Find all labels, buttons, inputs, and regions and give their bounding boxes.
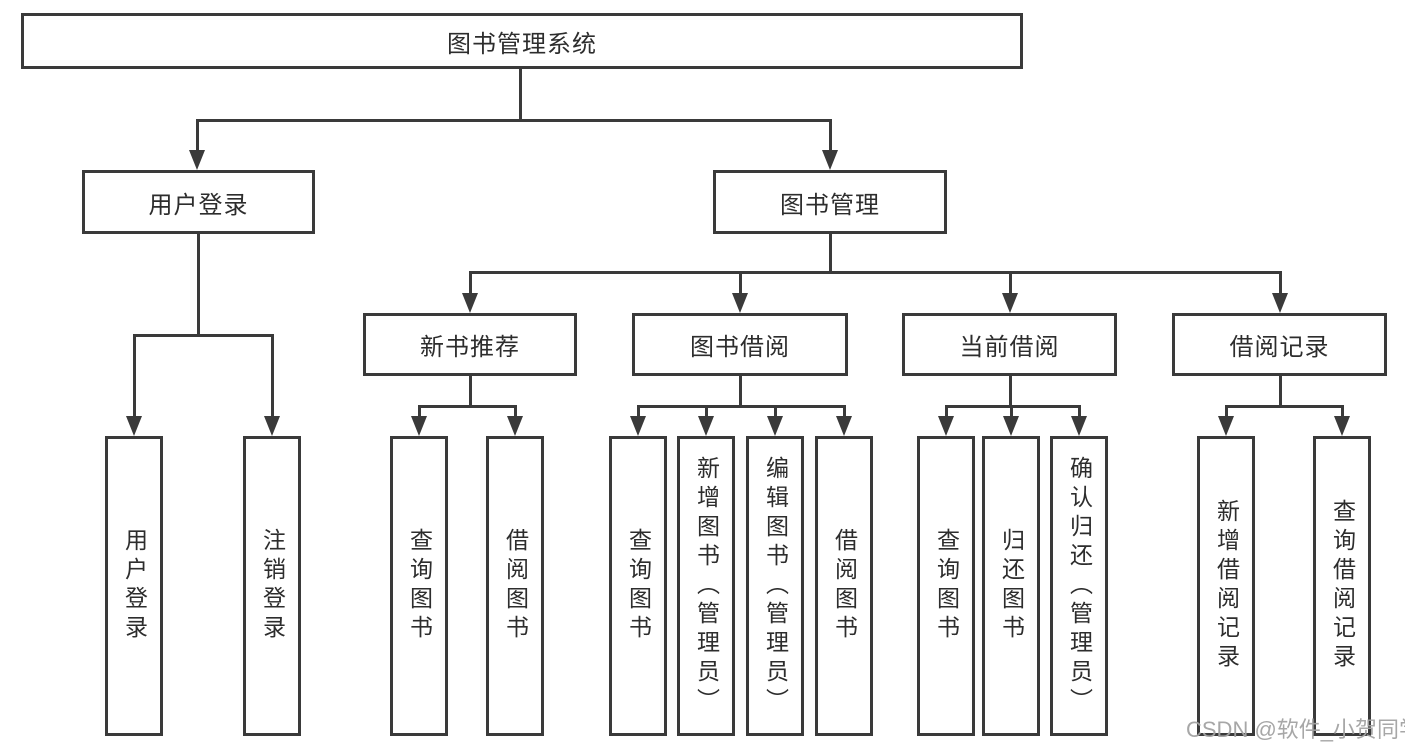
leaf-query-borrow-record-label: 查询借阅记录 — [1329, 499, 1356, 673]
leaf-add-book-admin-label: 新增图书（管理员） — [693, 455, 720, 717]
connector-leaf-drop — [513, 404, 517, 419]
leaf-confirm-return-admin-label: 确认归还（管理员） — [1066, 455, 1093, 717]
leaf-logout: 注销登录 — [243, 436, 301, 736]
arrow-down-icon — [1218, 416, 1234, 436]
arrow-down-icon — [264, 416, 280, 436]
connector-user-login-drop — [195, 118, 199, 155]
arrow-down-icon — [630, 416, 646, 436]
arrow-down-icon — [189, 150, 205, 170]
leaf-query-borrow-record: 查询借阅记录 — [1313, 436, 1371, 736]
leaf-current-query-book: 查询图书 — [917, 436, 975, 736]
leaf-add-borrow-record-label: 新增借阅记录 — [1213, 499, 1240, 673]
arrow-down-icon — [1002, 293, 1018, 313]
connector-module-stem — [1278, 376, 1282, 407]
leaf-borrow-book: 借阅图书 — [815, 436, 873, 736]
leaf-user-login: 用户登录 — [105, 436, 163, 736]
arrow-down-icon — [1071, 416, 1087, 436]
connector-leaf-drop — [417, 404, 421, 419]
node-user-login-label: 用户登录 — [148, 191, 249, 219]
arrow-down-icon — [126, 416, 142, 436]
connector-module-drop — [1008, 270, 1012, 296]
node-borrow-record-label: 借阅记录 — [1229, 334, 1330, 361]
leaf-return-book: 归还图书 — [982, 436, 1040, 736]
leaf-logout-label: 注销登录 — [259, 528, 286, 644]
node-new-book-recommend-label: 新书推荐 — [420, 334, 520, 361]
leaf-recommend-query-book: 查询图书 — [390, 436, 448, 736]
arrow-down-icon — [1272, 293, 1288, 313]
leaf-recommend-query-book-label: 查询图书 — [406, 528, 433, 644]
arrow-down-icon — [1003, 416, 1019, 436]
leaf-add-book-admin: 新增图书（管理员） — [677, 436, 735, 736]
leaf-current-query-book-label: 查询图书 — [933, 528, 960, 644]
connector-module-stem — [468, 376, 472, 407]
csdn-watermark: CSDN @软件_小贺同学 — [1186, 717, 1405, 742]
arrow-down-icon — [836, 416, 852, 436]
connector-leaf-drop — [132, 333, 136, 419]
arrow-down-icon — [698, 416, 714, 436]
node-library-system-label: 图书管理系统 — [447, 30, 597, 58]
connector-group-rail — [636, 404, 846, 408]
connector-group-rail — [417, 404, 517, 408]
node-book-management: 图书管理 — [713, 170, 947, 234]
connector-leaf-drop — [944, 404, 948, 419]
connector-leaf-drop — [636, 404, 640, 419]
node-new-book-recommend: 新书推荐 — [363, 313, 577, 376]
leaf-borrow-query-book: 查询图书 — [609, 436, 667, 736]
connector-level3-rail — [468, 270, 1282, 274]
leaf-add-borrow-record: 新增借阅记录 — [1197, 436, 1255, 736]
leaf-recommend-borrow-book: 借阅图书 — [486, 436, 544, 736]
connector-module-stem — [738, 376, 742, 407]
connector-leaf-drop — [704, 404, 708, 419]
arrow-down-icon — [411, 416, 427, 436]
arrow-down-icon — [1334, 416, 1350, 436]
arrow-down-icon — [732, 293, 748, 313]
leaf-edit-book-admin-label: 编辑图书（管理员） — [762, 455, 789, 717]
node-book-borrow-label: 图书借阅 — [690, 334, 790, 361]
leaf-edit-book-admin: 编辑图书（管理员） — [746, 436, 804, 736]
connector-leaf-drop — [1077, 404, 1081, 419]
connector-leaf-drop — [270, 333, 274, 419]
leaf-return-book-label: 归还图书 — [998, 528, 1025, 644]
connector-leaf-drop — [773, 404, 777, 419]
node-library-system: 图书管理系统 — [21, 13, 1023, 69]
connector-level2-rail — [195, 118, 832, 122]
node-user-login: 用户登录 — [82, 170, 315, 234]
arrow-down-icon — [507, 416, 523, 436]
node-current-borrow: 当前借阅 — [902, 313, 1117, 376]
connector-group-rail — [1224, 404, 1344, 408]
node-book-management-label: 图书管理 — [780, 191, 880, 219]
connector-user-group-rail — [132, 333, 274, 337]
arrow-down-icon — [938, 416, 954, 436]
leaf-recommend-borrow-book-label: 借阅图书 — [502, 528, 529, 644]
arrow-down-icon — [822, 150, 838, 170]
connector-module-drop — [1278, 270, 1282, 296]
connector-leaf-drop — [1340, 404, 1344, 419]
connector-book-mgmt-drop — [828, 118, 832, 155]
node-book-borrow: 图书借阅 — [632, 313, 848, 376]
connector-book-mgmt-stem — [828, 234, 832, 273]
connector-module-drop — [738, 270, 742, 296]
leaf-user-login-label: 用户登录 — [121, 528, 148, 644]
connector-leaf-drop — [1009, 404, 1013, 419]
arrow-down-icon — [462, 293, 478, 313]
leaf-borrow-book-label: 借阅图书 — [831, 528, 858, 644]
node-current-borrow-label: 当前借阅 — [959, 334, 1060, 361]
connector-module-drop — [468, 270, 472, 296]
connector-root-stem — [518, 69, 522, 122]
connector-user-login-stem — [197, 234, 200, 336]
leaf-confirm-return-admin: 确认归还（管理员） — [1050, 436, 1108, 736]
arrow-down-icon — [767, 416, 783, 436]
node-borrow-record: 借阅记录 — [1172, 313, 1387, 376]
connector-group-rail — [944, 404, 1081, 408]
connector-leaf-drop — [842, 404, 846, 419]
connector-leaf-drop — [1224, 404, 1228, 419]
leaf-borrow-query-book-label: 查询图书 — [625, 528, 652, 644]
connector-module-stem — [1008, 376, 1012, 407]
